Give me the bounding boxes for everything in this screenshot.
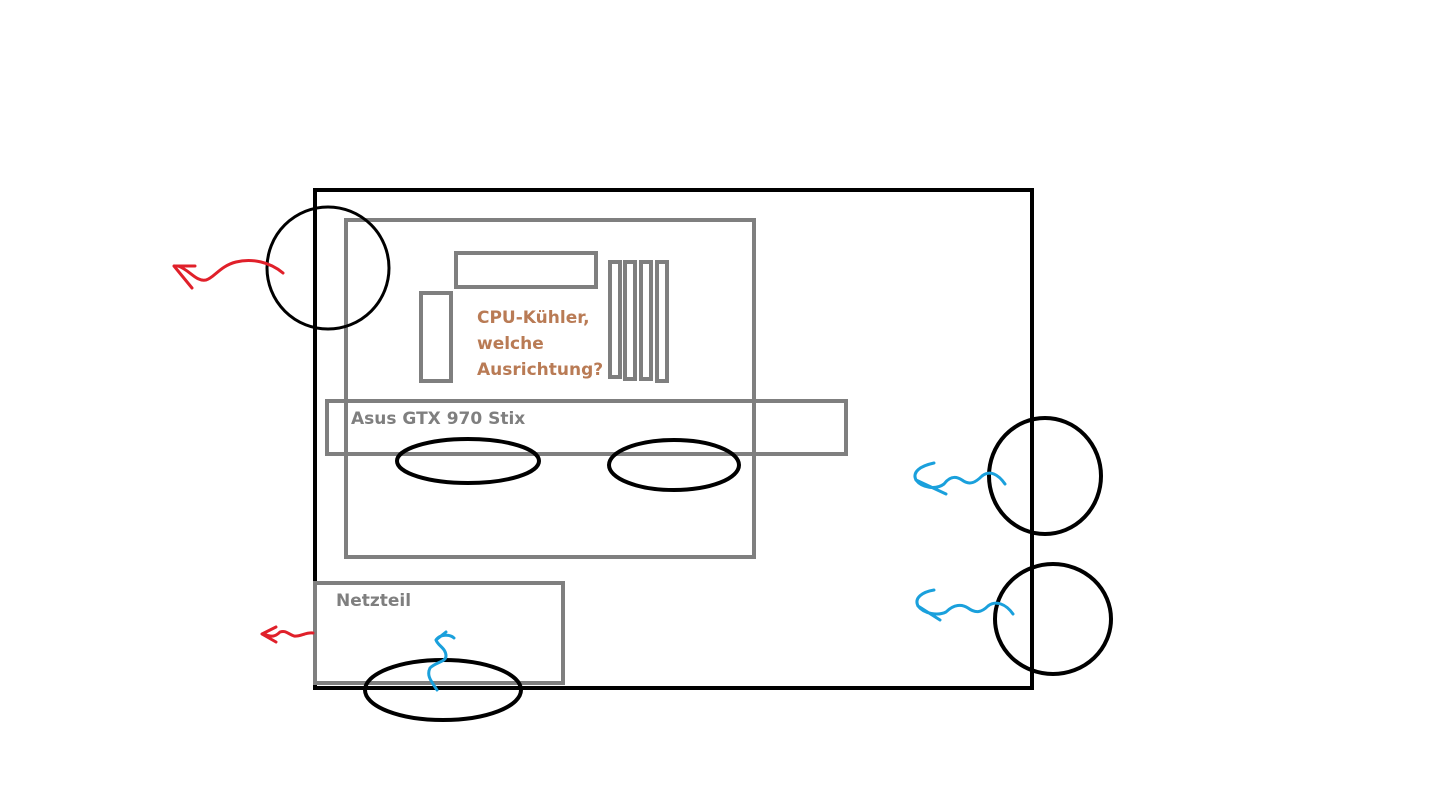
gpu-label: Asus GTX 970 Stix (351, 409, 525, 429)
psu-label: Netzteil (336, 591, 411, 611)
cpu-cooler-label-line2: welche (477, 334, 544, 354)
front-intake-fan-bottom (993, 562, 1113, 676)
intake-arrow-front-top (913, 461, 1007, 496)
front-intake-fan-top (987, 416, 1103, 536)
exhaust-arrow-rear (172, 258, 285, 290)
cpu-slot-horizontal (454, 251, 598, 289)
ram-slot-2 (623, 260, 637, 381)
case-outline (313, 188, 1034, 690)
intake-arrow-front-bottom (915, 588, 1015, 622)
ram-slot-4 (655, 260, 669, 383)
exhaust-arrow-psu (260, 625, 315, 644)
gpu-card (325, 399, 848, 456)
intake-arrow-psu (427, 630, 456, 692)
gpu-fan-left (395, 437, 541, 485)
motherboard (344, 218, 756, 559)
psu (313, 581, 565, 685)
rear-exhaust-fan (265, 205, 391, 331)
ram-slot-1 (608, 260, 622, 379)
cpu-cooler-label-line3: Ausrichtung? (477, 360, 603, 380)
cpu-cooler-label: CPU-Kühler, welche Ausrichtung? (477, 308, 603, 380)
cpu-slot-vertical (419, 291, 453, 383)
cpu-cooler-label-line1: CPU-Kühler, (477, 308, 590, 328)
gpu-fan-right (607, 438, 741, 492)
ram-slot-3 (639, 260, 653, 381)
